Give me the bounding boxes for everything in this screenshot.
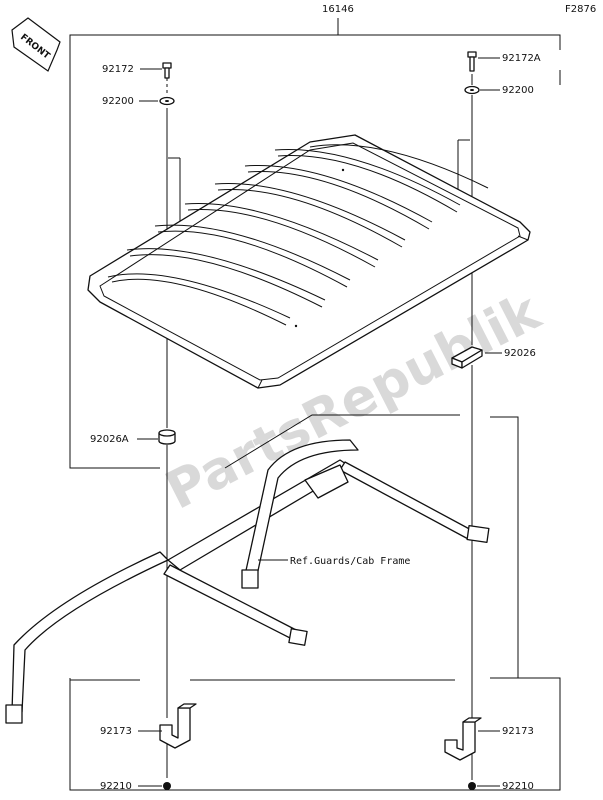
callout-bracket-left: 92173 (100, 726, 132, 737)
callout-nut-right: 92210 (502, 781, 534, 792)
callout-spacer-right: 92026 (504, 348, 536, 359)
cab-frame-reference (5, 439, 490, 724)
spacer-right-icon (451, 346, 483, 369)
nut-left-icon (163, 782, 171, 790)
callout-nut-left: 92210 (100, 781, 132, 792)
callout-spacer-left: 92026A (90, 434, 129, 445)
callout-bolt-left: 92172 (102, 64, 134, 75)
callout-washer-left: 92200 (102, 96, 134, 107)
figure-code: F2876 (565, 4, 596, 15)
bolt-right-icon (467, 51, 477, 72)
roof-panel (87, 134, 531, 389)
callout-washer-right: 92200 (502, 85, 534, 96)
reference-note: Ref.Guards/Cab Frame (290, 556, 410, 567)
washer-left-icon (159, 96, 175, 106)
callout-bolt-right: 92172A (502, 53, 541, 64)
spacer-left-icon (158, 429, 176, 445)
callout-bracket-right: 92173 (502, 726, 534, 737)
washer-right-icon (464, 85, 480, 95)
bolt-left-icon (162, 62, 172, 79)
reference-frame-bracket (69, 414, 561, 791)
assembly-number: 16146 (322, 4, 354, 15)
nut-right-icon (468, 782, 476, 790)
callout-leaders (137, 57, 502, 787)
bracket-left-icon (159, 703, 197, 749)
bracket-right-icon (444, 717, 482, 761)
assembly-bracket (69, 18, 561, 469)
front-direction-icon: FRONT (11, 17, 61, 72)
